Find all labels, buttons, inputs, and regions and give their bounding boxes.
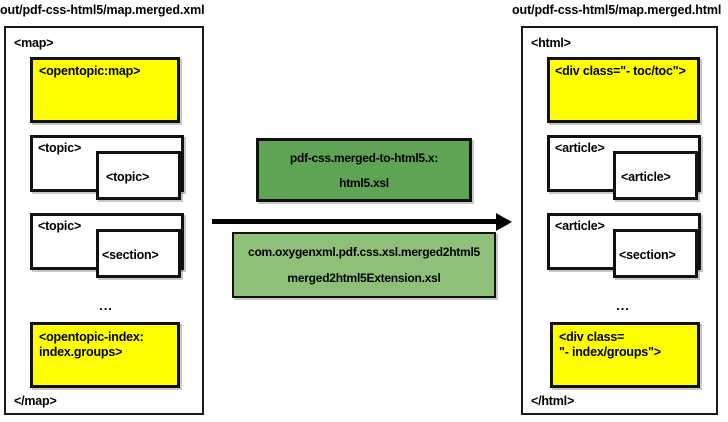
left-node-topic-topic-label: <topic> — [38, 141, 82, 155]
right-node-div-toc-label: <div class="- toc/toc"> — [555, 64, 686, 78]
arrow-head-icon — [496, 213, 512, 231]
left-node-topic-section-inner: <section> — [96, 229, 181, 278]
left-node-topic-topic-inner: <topic> — [96, 151, 181, 200]
left-ellipsis: ... — [99, 298, 113, 313]
right-node-div-toc: <div class="- toc/toc"> — [547, 57, 700, 123]
right-node-div-index-groups-label: <div class= "- index/groups"> — [559, 330, 661, 359]
left-container: <map> <opentopic:map> <topic> <topic> <t… — [4, 26, 204, 415]
right-node-article-article-label: <article> — [555, 141, 605, 155]
transform-box-secondary-line1: com.oxygenxml.pdf.css.xsl.merged2html5 — [248, 245, 480, 259]
transform-arrow — [212, 212, 512, 232]
right-container: <html> <div class="- toc/toc"> <article>… — [521, 26, 718, 415]
left-node-topic-section-label: <topic> — [38, 219, 82, 233]
left-node-topic-topic: <topic> <topic> — [30, 135, 184, 200]
left-node-topic-section: <topic> <section> — [30, 213, 184, 278]
right-node-article-section-label: <article> — [555, 219, 605, 233]
left-root-open-tag: <map> — [14, 36, 54, 50]
transform-box-secondary: com.oxygenxml.pdf.css.xsl.merged2html5 m… — [232, 232, 496, 298]
right-root-open-tag: <html> — [531, 36, 571, 50]
transform-box-primary-line1: pdf-css.merged-to-html5.x: — [289, 151, 439, 165]
left-root-close-tag: </map> — [14, 394, 57, 408]
left-node-opentopic-index: <opentopic-index: index.groups> — [30, 322, 180, 388]
right-node-article-article-inner-label: <article> — [621, 170, 671, 184]
left-node-topic-section-inner-label: <section> — [102, 248, 159, 262]
arrow-shaft — [212, 219, 500, 224]
transform-box-primary-line2: html5.xsl — [339, 176, 389, 190]
left-node-opentopic-index-label: <opentopic-index: index.groups> — [39, 330, 144, 359]
right-column-title: out/pdf-css-html5/map.merged.html — [512, 3, 722, 17]
left-node-opentopic-map: <opentopic:map> — [30, 57, 180, 123]
transform-box-primary: pdf-css.merged-to-html5.x: html5.xsl — [256, 138, 472, 202]
left-node-opentopic-map-label: <opentopic:map> — [39, 64, 141, 78]
right-ellipsis: ... — [616, 298, 630, 313]
right-node-article-article: <article> <article> — [547, 135, 701, 200]
right-node-article-article-inner: <article> — [613, 151, 698, 200]
left-column-title: out/pdf-css-html5/map.merged.xml — [0, 3, 205, 17]
right-root-close-tag: </html> — [531, 394, 575, 408]
left-node-topic-topic-inner-label: <topic> — [106, 170, 150, 184]
right-node-article-section-inner: <section> — [613, 229, 698, 278]
right-node-article-section: <article> <section> — [547, 213, 701, 278]
right-node-div-index-groups: <div class= "- index/groups"> — [550, 322, 700, 388]
transform-box-secondary-line2: merged2html5Extension.xsl — [287, 271, 441, 285]
right-node-article-section-inner-label: <section> — [619, 248, 676, 262]
